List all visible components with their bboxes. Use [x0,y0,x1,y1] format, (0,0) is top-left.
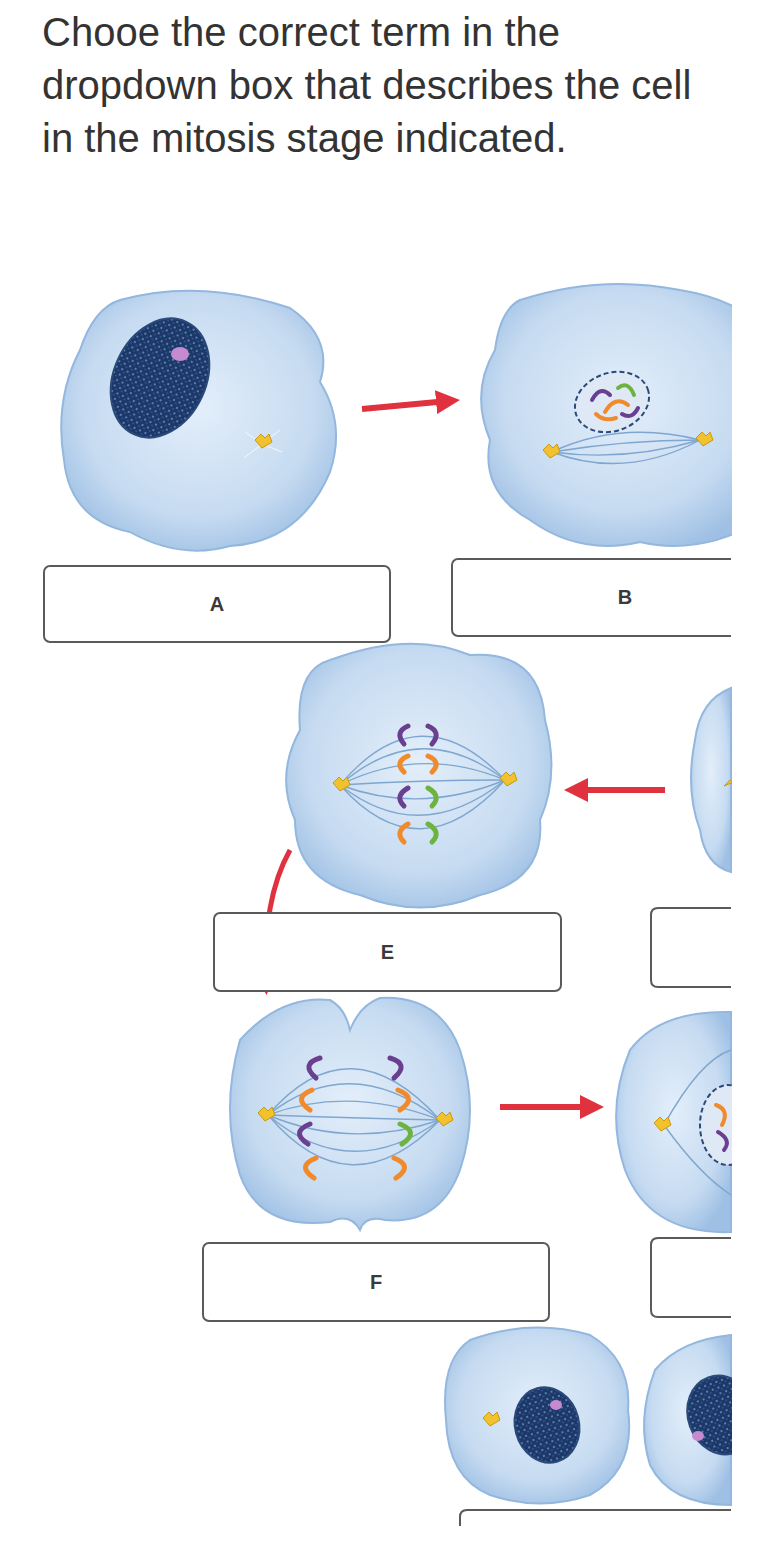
dropdown-box: E [213,912,562,992]
dropdown-box: F [202,1242,550,1322]
question-title: Chooe the correct term in the dropdown b… [42,6,697,165]
blank-dropdown [460,908,731,1526]
prophase-cell [481,284,762,546]
interphase-cell [61,291,336,551]
stage-letter: F [370,1271,382,1294]
metaphase-cell [286,644,551,908]
crop-frame: A B E F [0,0,731,1565]
stage-letter: E [381,941,394,964]
partial-cell [691,688,731,872]
stage-letter: B [618,586,632,609]
dropdown-box: A [43,565,391,643]
dropdown-box: B [451,558,731,637]
stage-letter: A [210,593,224,616]
daughter-cells [445,1328,762,1505]
anaphase-cell [230,998,470,1230]
